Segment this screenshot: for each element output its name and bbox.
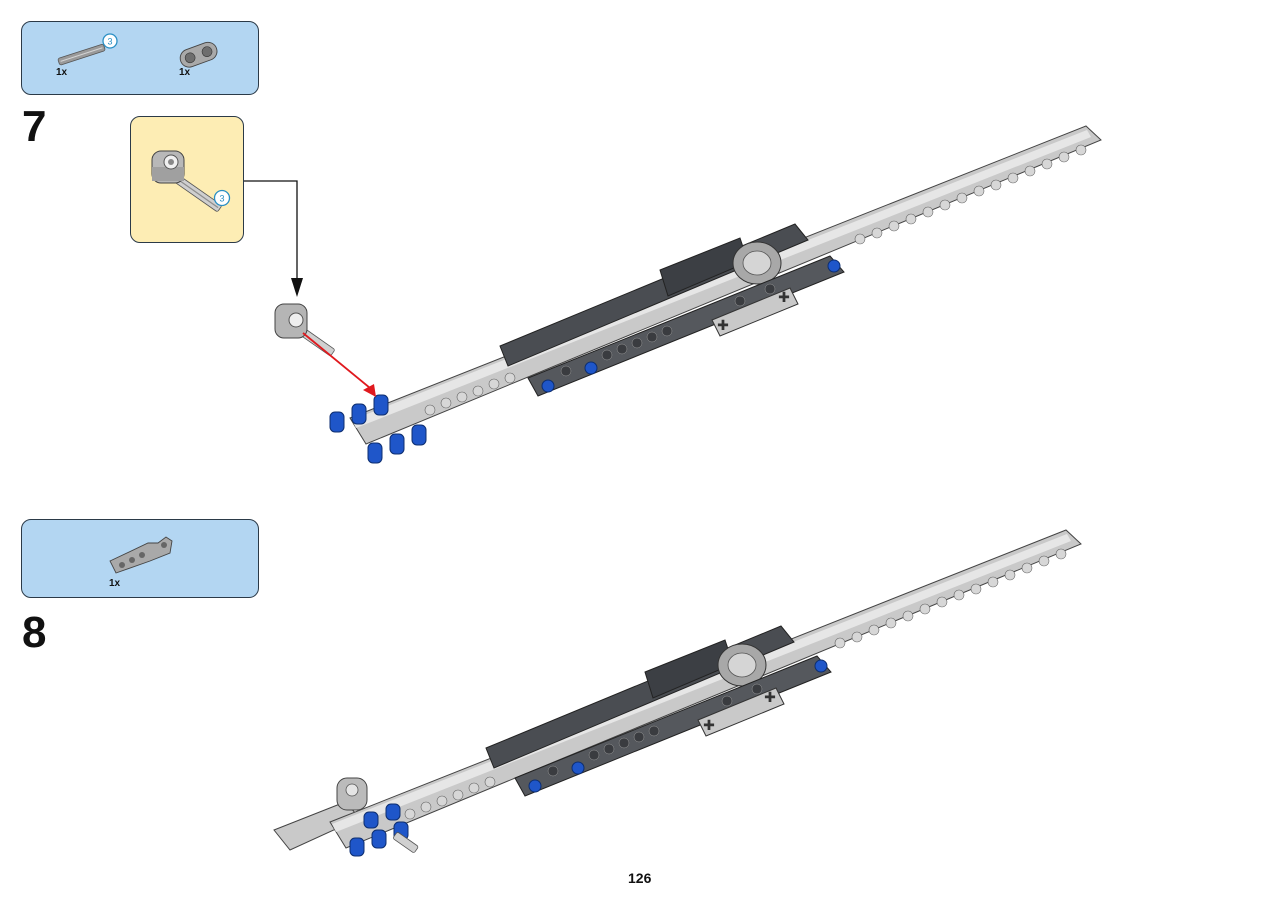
step-7-subassembly-callout: 3 (130, 116, 244, 243)
angled-beam-icon (109, 536, 173, 574)
step-7-number: 7 (22, 102, 47, 151)
small-light-beam-8: ✚ ✚ (697, 687, 785, 737)
blue-pins (329, 394, 427, 464)
small-light-beam: ✚ ✚ (711, 287, 799, 337)
connector-with-axle-icon: 3 (151, 150, 231, 212)
connector-being-added (274, 303, 335, 356)
blue-pins-8 (349, 803, 409, 857)
insertion-arrow (302, 332, 376, 397)
axle-end-8 (393, 832, 419, 853)
svg-text:✚: ✚ (717, 318, 729, 334)
angled-beam-qty: 1x (109, 578, 121, 589)
svg-text:✚: ✚ (764, 690, 776, 706)
svg-text:✚: ✚ (703, 718, 715, 734)
connector-icon (179, 41, 218, 68)
wheel-hub (732, 241, 782, 285)
page-number: 126 (628, 870, 652, 886)
step-7-parts-list: 3 1x 1x (21, 21, 259, 95)
added-angled-beam (273, 777, 368, 851)
wheel-hub-8 (717, 643, 767, 687)
long-light-beam-8 (329, 529, 1082, 849)
connector-qty: 1x (179, 67, 191, 78)
callout-length-label: 3 (219, 194, 224, 204)
svg-text:✚: ✚ (778, 290, 790, 306)
dark-beam-front (527, 255, 845, 397)
step-8-number: 8 (22, 608, 47, 657)
axle-qty: 1x (56, 67, 68, 78)
axle-length-label: 3 (107, 37, 112, 47)
dark-beam-front-8 (514, 655, 832, 797)
step-8-parts-list: 1x (21, 519, 259, 598)
axle-3-icon: 3 (57, 33, 118, 66)
